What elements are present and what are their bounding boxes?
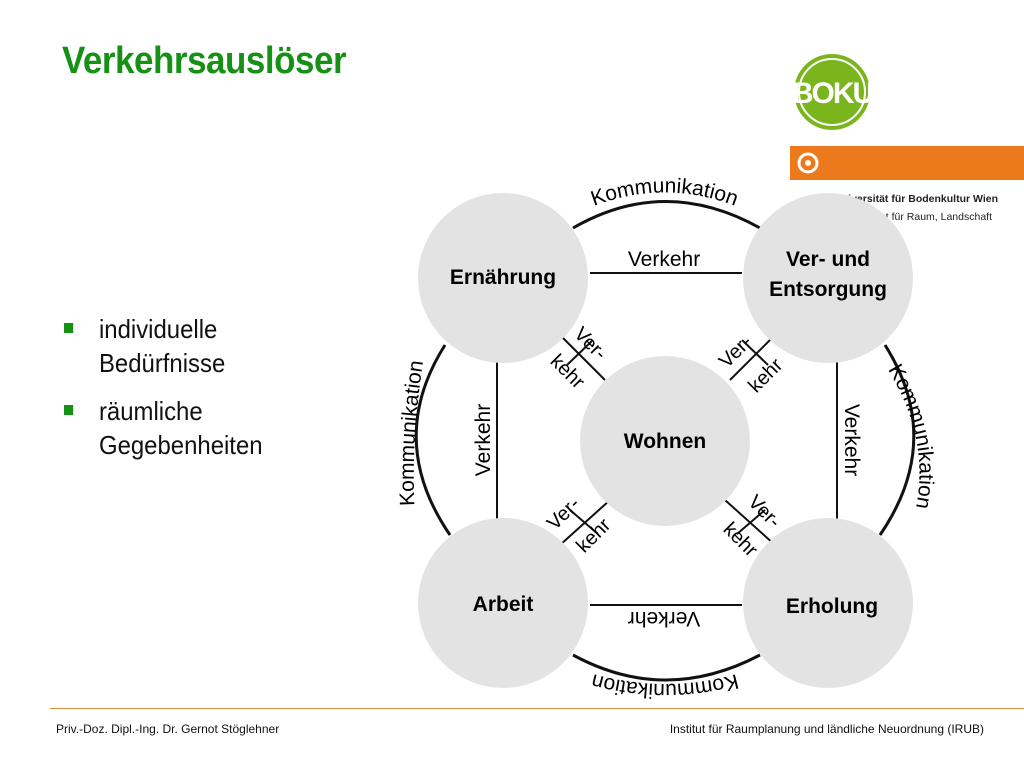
- traffic-trigger-diagram: Ernährung Ver- und Entsorgung Wohnen Arb…: [380, 170, 950, 715]
- communication-label-top: Kommunikation: [588, 174, 741, 210]
- footer-institute: Institut für Raumplanung und ländliche N…: [669, 722, 984, 736]
- communication-label-right: Kommunikation: [884, 360, 938, 510]
- bullet-square-icon: [64, 405, 74, 415]
- node-label-wohnen: Wohnen: [624, 430, 706, 453]
- communication-ring-left: [414, 344, 452, 536]
- traffic-label-bottom: Verkehr: [628, 607, 700, 630]
- node-label-versorgung-1: Ver- und: [786, 248, 870, 271]
- traffic-split-tl-top: Ver-: [569, 323, 610, 364]
- traffic-label-right: Verkehr: [840, 404, 863, 476]
- traffic-label-top: Verkehr: [628, 248, 700, 271]
- logo-brand-text: BOKU: [792, 77, 873, 110]
- communication-label-bottom: Kommunikation: [589, 669, 741, 702]
- traffic-split-bl-bottom: kehr: [572, 514, 615, 557]
- node-versorgung: [743, 193, 913, 363]
- communication-ring-top: [572, 200, 761, 230]
- node-label-erholung: Erholung: [786, 595, 878, 618]
- logo-circle: [794, 54, 870, 130]
- bullet-item: individuelle Bedürfnisse: [64, 312, 320, 380]
- traffic-label-left: Verkehr: [472, 404, 495, 476]
- communication-ring-right: [878, 344, 916, 536]
- footer-author: Priv.-Doz. Dipl.-Ing. Dr. Gernot Stögleh…: [56, 722, 280, 736]
- traffic-split-br-bottom: kehr: [719, 518, 762, 561]
- logo-university-line: Universität für Bodenkultur Wien: [834, 193, 998, 205]
- node-label-versorgung-2: Entsorgung: [769, 278, 887, 301]
- node-arbeit: [418, 518, 588, 688]
- node-label-arbeit: Arbeit: [473, 593, 534, 616]
- traffic-split-br-top: Ver-: [743, 491, 784, 532]
- slide-title: Verkehrsauslöser: [62, 40, 347, 82]
- boku-logo: BOKU Universität für Bodenkultur Wien De…: [790, 50, 1024, 230]
- traffic-split-tr-top: Ver-: [715, 331, 756, 372]
- communication-ring-bottom: [572, 653, 761, 682]
- traffic-diagonal-tl: [554, 329, 606, 381]
- logo-orange-bar: [790, 146, 1024, 180]
- bullet-list: individuelle Bedürfnisse räumliche Gegeb…: [64, 312, 320, 476]
- node-label-ernaehrung: Ernährung: [450, 266, 556, 289]
- footer-divider: [50, 708, 1024, 709]
- bullet-square-icon: [64, 323, 74, 333]
- bullet-item: räumliche Gegebenheiten: [64, 394, 320, 462]
- node-erholung: [743, 518, 913, 688]
- node-ernaehrung: [418, 193, 588, 363]
- node-wohnen: [580, 356, 750, 526]
